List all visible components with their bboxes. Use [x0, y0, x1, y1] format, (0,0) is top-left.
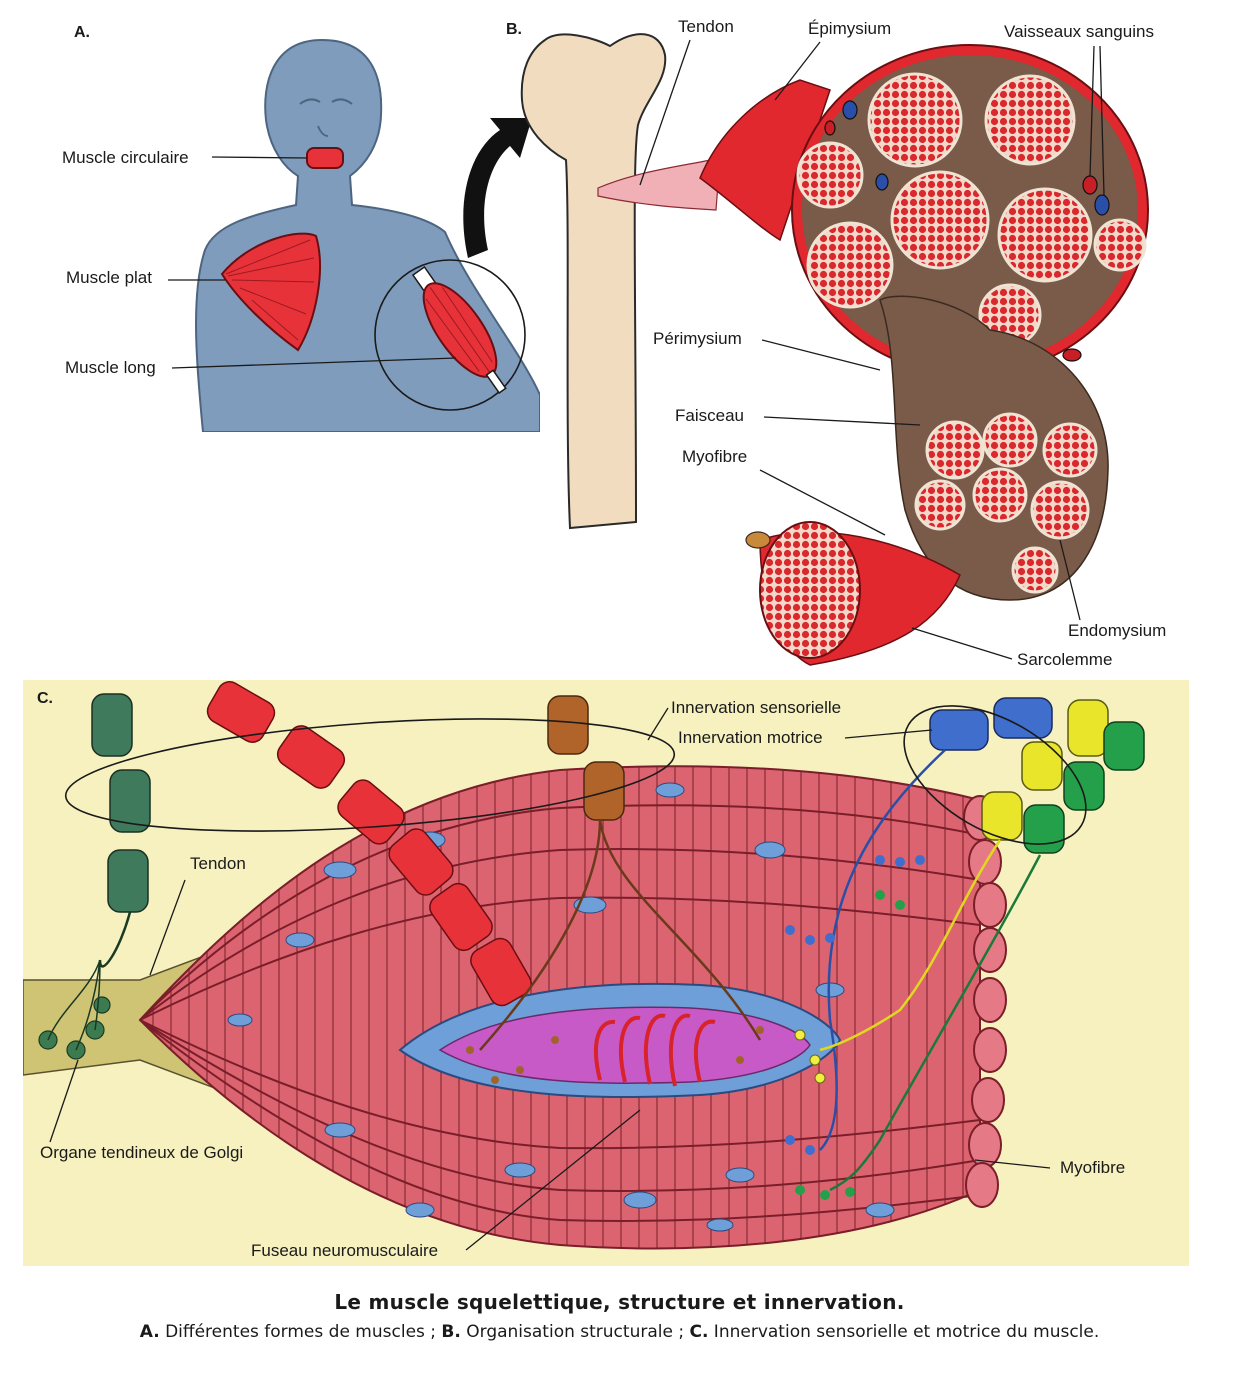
label-spindle: Fuseau neuromusculaire	[251, 1241, 438, 1260]
label-flat-muscle: Muscle plat	[66, 268, 152, 287]
label-tendon-c: Tendon	[190, 854, 246, 873]
caption-b-text: Organisation structurale ;	[461, 1322, 690, 1342]
label-sensory: Innervation sensorielle	[671, 698, 841, 717]
label-perimysium: Périmysium	[653, 329, 742, 348]
caption-a-text: Différentes formes de muscles ;	[160, 1322, 442, 1342]
caption-title: Le muscle squelettique, structure et inn…	[0, 1290, 1239, 1314]
caption-line: A. Différentes formes de muscles ; B. Or…	[0, 1322, 1239, 1342]
caption-c-text: Innervation sensorielle et motrice du mu…	[708, 1322, 1099, 1342]
label-motor: Innervation motrice	[678, 728, 823, 747]
panel-c: C. Innervation sensorielle Innervation m…	[23, 677, 1189, 1266]
label-long-muscle: Muscle long	[65, 358, 156, 377]
caption-c-letter: C.	[689, 1322, 708, 1342]
caption-a-letter: A.	[140, 1322, 160, 1342]
panel-a-letter: A.	[74, 24, 90, 41]
label-epimysium: Épimysium	[808, 19, 891, 38]
myofiber-face	[760, 522, 860, 658]
caption-b-letter: B.	[441, 1322, 460, 1342]
label-vessels: Vaisseaux sanguins	[1004, 22, 1154, 41]
leader-perimysium	[762, 340, 880, 370]
zoom-arrow	[463, 118, 532, 258]
label-sarcolemma: Sarcolemme	[1017, 650, 1112, 669]
panel-b: B.	[506, 17, 1166, 669]
label-myofiber-b: Myofibre	[682, 447, 747, 466]
bone	[522, 34, 666, 528]
label-fascicle: Faisceau	[675, 406, 744, 425]
figure-caption: Le muscle squelettique, structure et inn…	[0, 1290, 1239, 1342]
label-golgi: Organe tendineux de Golgi	[40, 1143, 243, 1162]
label-myofiber-c: Myofibre	[1060, 1158, 1125, 1177]
label-circular-muscle: Muscle circulaire	[62, 148, 189, 167]
label-tendon-b: Tendon	[678, 17, 734, 36]
circular-muscle	[307, 148, 343, 168]
nucleus-b	[746, 532, 770, 548]
label-endomysium: Endomysium	[1068, 621, 1166, 640]
panel-b-letter: B.	[506, 21, 522, 38]
leader-sarcolemma	[912, 628, 1012, 659]
panel-c-letter: C.	[37, 690, 53, 707]
